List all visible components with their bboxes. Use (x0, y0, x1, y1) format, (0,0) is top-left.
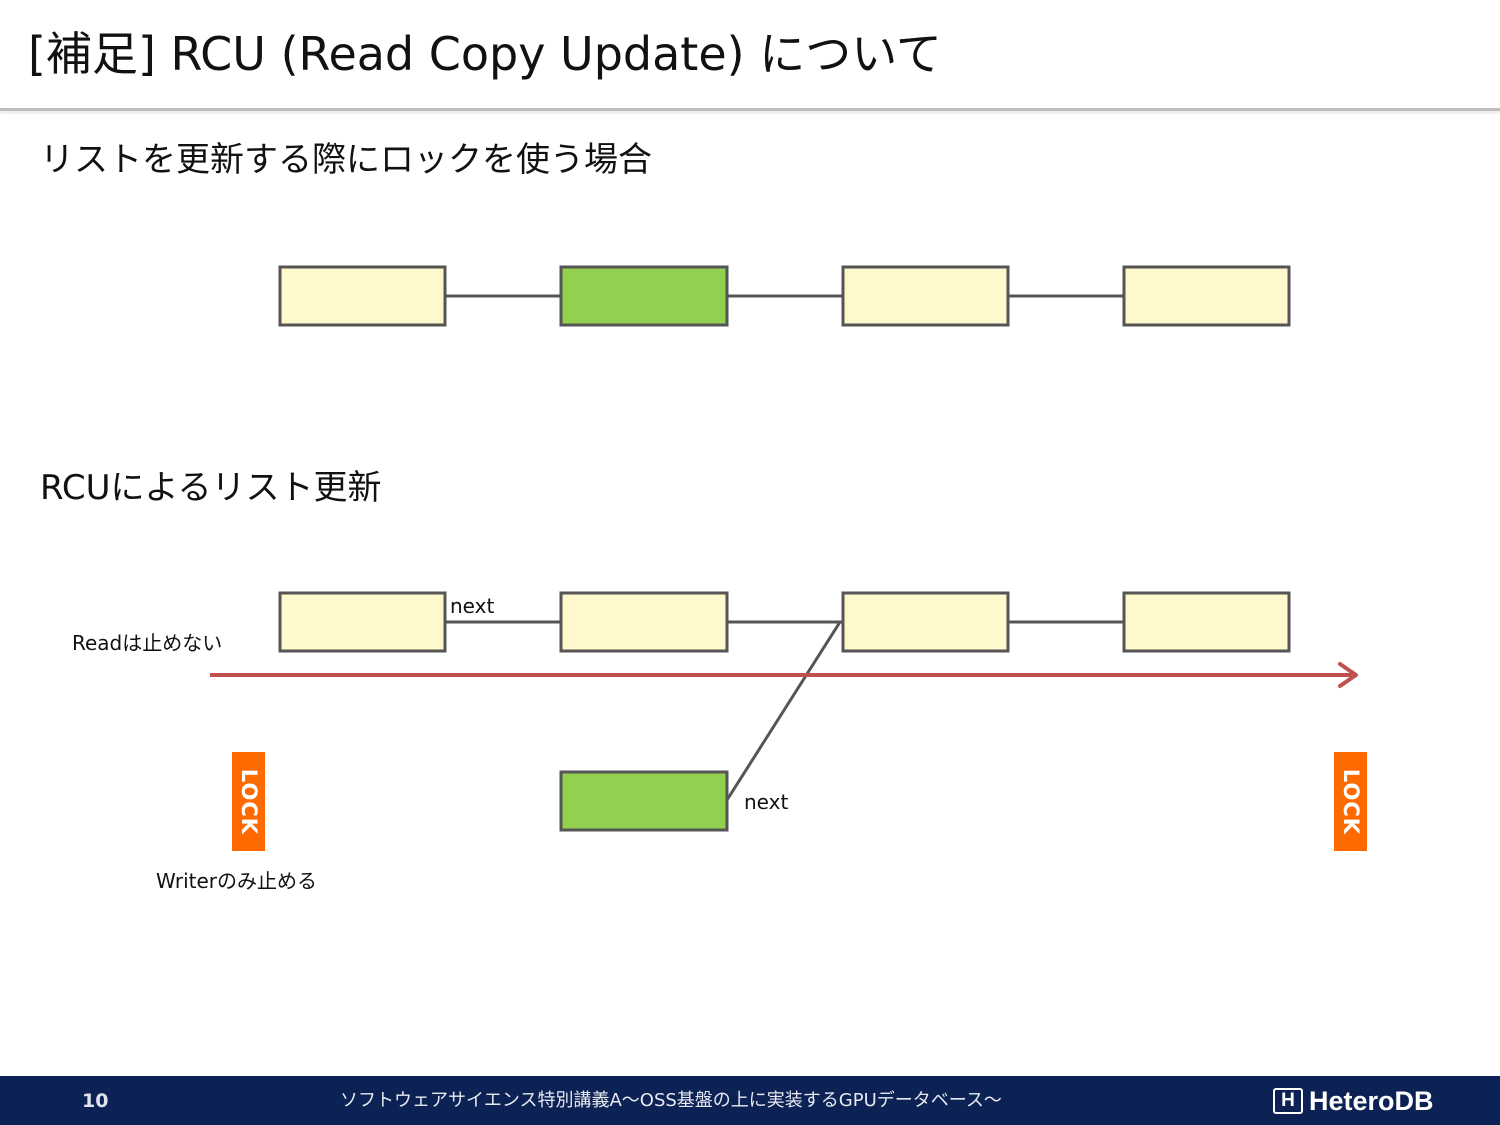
lock-label: LOCK (1338, 768, 1363, 835)
new-list-node (559, 770, 729, 832)
lock-badge-end: LOCK (1334, 752, 1367, 851)
lock-label: LOCK (236, 768, 261, 835)
next-pointer-label: next (744, 790, 789, 814)
read-label: Readは止めない (72, 631, 223, 655)
list-node (841, 591, 1010, 653)
new-node-link (725, 621, 842, 801)
slide-footer: 10 ソフトウェアサイエンス特別講義A～OSS基盤の上に実装するGPUデータベー… (0, 1076, 1500, 1125)
list-node (1122, 591, 1291, 653)
list-node (841, 265, 1010, 327)
logo-mark-icon: H (1273, 1088, 1303, 1114)
title-divider (0, 108, 1500, 111)
heading-lock-case: リストを更新する際にロックを使う場合 (40, 140, 652, 180)
page-number: 10 (82, 1090, 109, 1112)
list-node (1122, 265, 1291, 327)
list-node (559, 591, 729, 653)
slide-title: [補足] RCU (Read Copy Update) について (28, 27, 942, 81)
list-node-updating (559, 265, 729, 327)
writer-label: Writerのみ止める (156, 869, 318, 893)
list-diagram (210, 265, 1358, 832)
lock-badge-start: LOCK (232, 752, 265, 851)
next-pointer-label: next (450, 594, 495, 618)
heterodb-logo: H HeteroDB (1273, 1086, 1434, 1116)
list-node (278, 591, 447, 653)
read-arrow-head (1338, 662, 1358, 688)
heading-rcu-case: RCUによるリスト更新 (40, 468, 382, 508)
logo-text: HeteroDB (1309, 1086, 1434, 1116)
rcu-list (210, 591, 1358, 832)
list-node (278, 265, 447, 327)
locked-list (278, 265, 1291, 327)
footer-caption: ソフトウェアサイエンス特別講義A～OSS基盤の上に実装するGPUデータベース～ (340, 1090, 1002, 1111)
